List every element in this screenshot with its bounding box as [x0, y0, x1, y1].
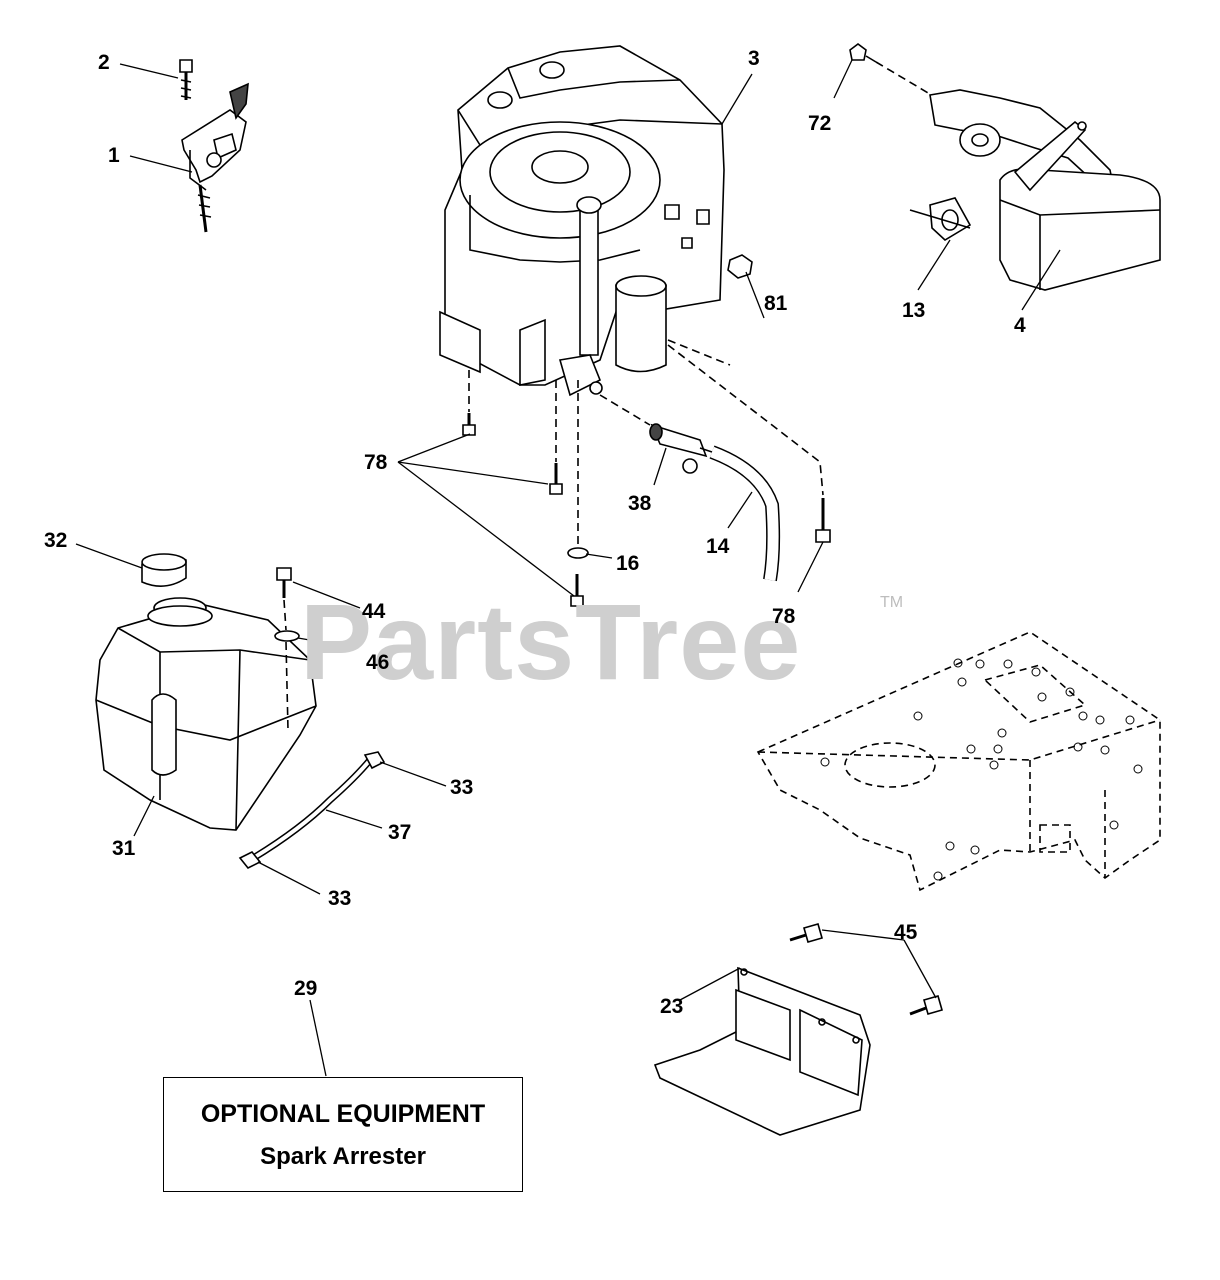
callout-33-lower: 33: [328, 887, 352, 910]
callout-81: 81: [764, 292, 788, 315]
fuel-filter-part: [650, 424, 712, 473]
callout-32: 32: [44, 529, 68, 552]
optional-equipment-title: OPTIONAL EQUIPMENT: [200, 1100, 486, 1128]
bolt-part-78c: [571, 574, 583, 606]
gasket-part-13: [930, 198, 970, 240]
bolt-part-78b: [550, 463, 562, 494]
engine-part: [440, 46, 724, 395]
fuel-cap-part: [142, 554, 186, 586]
throttle-control-part: [182, 84, 248, 232]
nut-part-81: [728, 255, 752, 278]
callout-3: 3: [748, 47, 760, 70]
callout-72: 72: [808, 112, 832, 135]
frame-holes: [821, 659, 1142, 880]
callout-4: 4: [1014, 314, 1026, 337]
washer-part-16: [568, 548, 588, 558]
leader-lines: [76, 60, 1060, 1076]
callout-1: 1: [108, 144, 120, 167]
callout-31: 31: [112, 837, 136, 860]
frame-part: [758, 632, 1160, 890]
optional-equipment-subtitle: Spark Arrester: [260, 1143, 426, 1170]
screw-part-2: [180, 60, 192, 100]
callout-33-upper: 33: [450, 776, 474, 799]
trademark-mark: TM: [880, 594, 904, 611]
callout-29: 29: [294, 977, 318, 1000]
heat-shield-part: [655, 968, 870, 1135]
fuel-hose-part-14: [712, 452, 773, 580]
clamp-part-33b: [240, 852, 260, 868]
callout-38: 38: [628, 492, 652, 515]
bolt-part-78a: [463, 413, 475, 435]
callout-78-right: 78: [772, 605, 796, 628]
fuel-line-part-37: [250, 760, 370, 860]
callout-46: 46: [366, 651, 390, 674]
screw-part-45b: [910, 996, 942, 1014]
callout-14: 14: [706, 535, 730, 558]
bolt-part-72: [850, 44, 876, 62]
callout-2: 2: [98, 51, 110, 74]
callout-16: 16: [616, 552, 640, 575]
callout-13: 13: [902, 299, 926, 322]
watermark: PartsTree: [300, 581, 802, 702]
clamp-part-33a: [365, 752, 384, 768]
callout-78-left: 78: [364, 451, 388, 474]
washer-part-46: [275, 631, 299, 641]
callout-44: 44: [362, 600, 386, 623]
fuel-tank-part: [96, 598, 316, 830]
screw-part-44: [277, 568, 291, 598]
callout-23: 23: [660, 995, 684, 1018]
muffler-part: [930, 90, 1160, 290]
bolt-part-78d: [816, 498, 830, 542]
optional-equipment-box: OPTIONAL EQUIPMENT Spark Arrester: [163, 1077, 523, 1192]
callout-45: 45: [894, 921, 918, 944]
callout-37: 37: [388, 821, 412, 844]
screw-part-45a: [790, 924, 822, 942]
